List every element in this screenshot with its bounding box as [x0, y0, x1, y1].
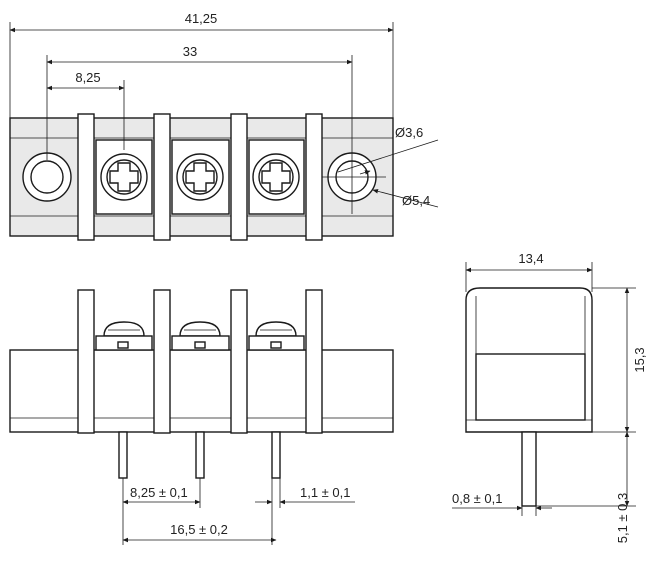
dim-head-diameter: Ø5,4 — [402, 193, 430, 208]
front-barrier-1 — [77, 289, 95, 434]
barrier-4 — [305, 113, 323, 241]
dim-side-height: 15,3 — [632, 347, 647, 372]
front-pin-2 — [195, 431, 205, 479]
dim-hole-diameter: Ø3,6 — [395, 125, 423, 140]
screw-3 — [252, 153, 300, 201]
front-screw-3 — [248, 321, 305, 351]
dim-front-span: 16,5 ± 0,2 — [170, 522, 228, 537]
barrier-2 — [153, 113, 171, 241]
dim-side-width: 13,4 — [518, 251, 543, 266]
front-barrier-3 — [230, 289, 248, 434]
front-screw-2 — [171, 321, 230, 351]
dim-side-pin-length: 5,1 ± 0,3 — [615, 493, 630, 544]
dim-side-pin-thickness: 0,8 ± 0,1 — [452, 491, 503, 506]
screw-2 — [176, 153, 224, 201]
top-view: 41,25 33 8,25 Ø3,6 Ø5,4 — [9, 11, 439, 241]
dim-mount-pitch: 33 — [183, 44, 197, 59]
front-pin-1 — [118, 431, 128, 479]
screw-1 — [100, 153, 148, 201]
front-view-body — [9, 349, 394, 433]
front-screw-1 — [95, 321, 153, 351]
front-view: 8,25 ± 0,1 1,1 ± 0,1 16,5 ± 0,2 — [9, 289, 394, 545]
barrier-3 — [230, 113, 248, 241]
side-view: 13,4 15,3 0,8 ± 0,1 5,1 ± 0,3 — [452, 251, 647, 543]
dim-overall-length: 41,25 — [185, 11, 218, 26]
front-barrier-2 — [153, 289, 171, 434]
front-barrier-4 — [305, 289, 323, 434]
dim-pole-pitch: 8,25 — [75, 70, 100, 85]
dim-front-pitch: 8,25 ± 0,1 — [130, 485, 188, 500]
barrier-1 — [77, 113, 95, 241]
dim-front-pin-width: 1,1 ± 0,1 — [300, 485, 351, 500]
side-pin — [521, 431, 537, 507]
front-pin-3 — [271, 431, 281, 479]
